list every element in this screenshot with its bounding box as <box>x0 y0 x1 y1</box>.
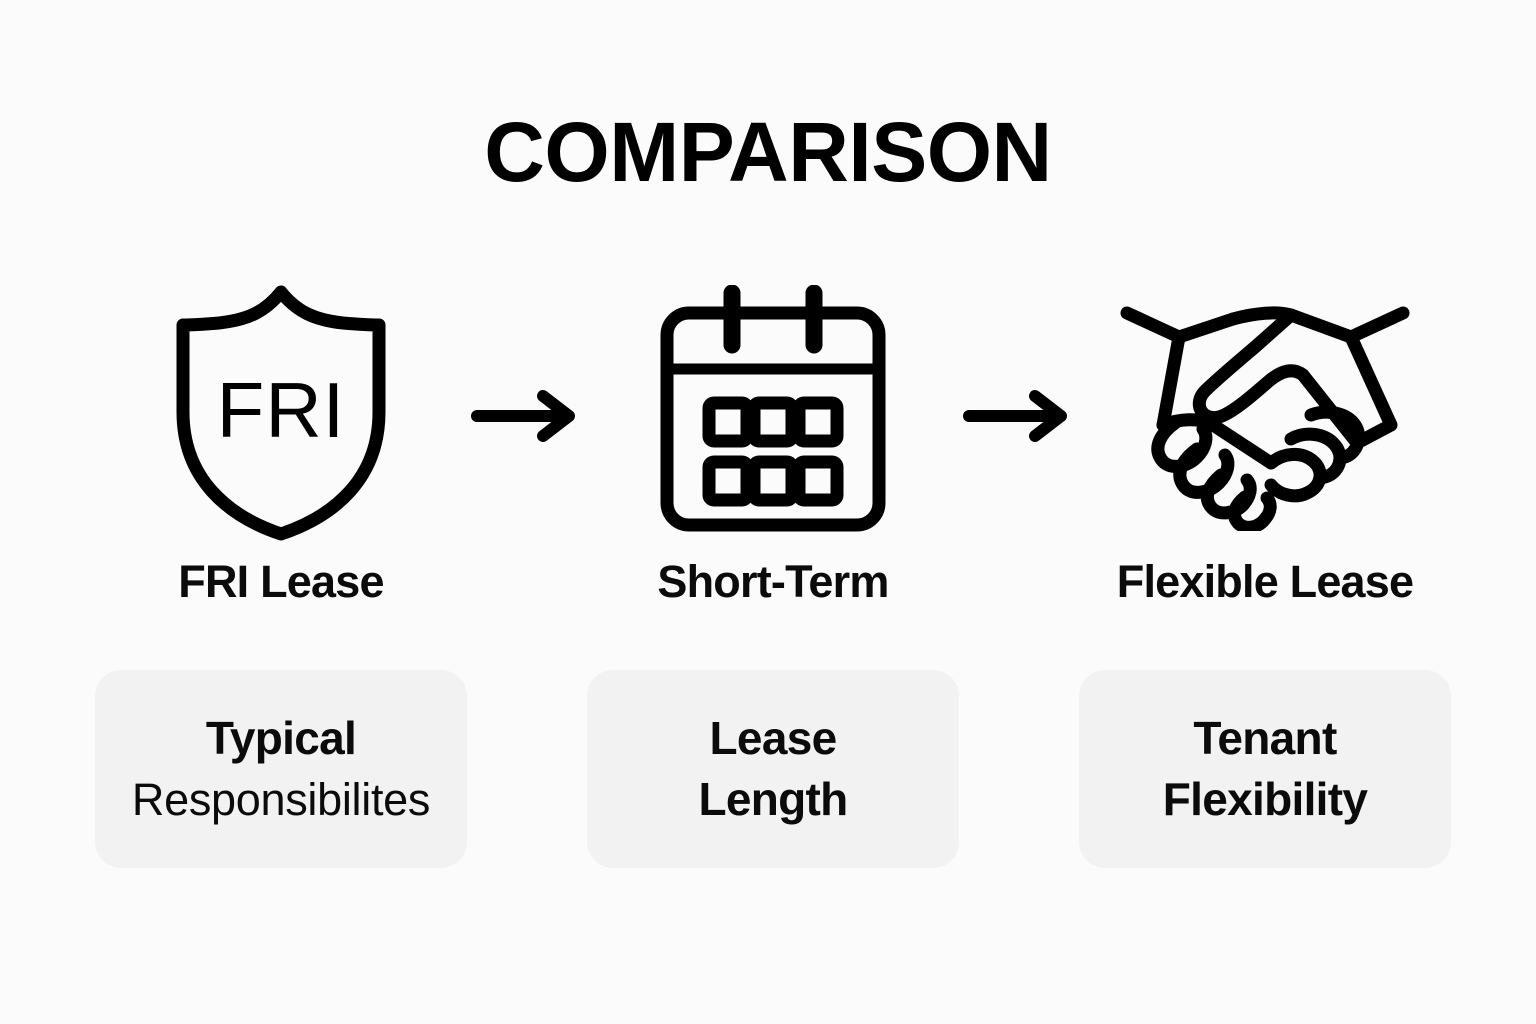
comparison-flow: FRI <box>95 278 1445 548</box>
step-3-icon-cell <box>1079 278 1451 548</box>
step-labels-row: FRI Lease Short-Term Flexible Lease <box>95 556 1445 607</box>
card-3-line-1: Tenant <box>1193 711 1337 764</box>
card-1-line-2: Responsibilites <box>131 773 431 825</box>
card-lease-length: Lease Length <box>587 670 959 868</box>
card-3-line-2: Flexibility <box>1162 773 1368 825</box>
step-label-flexible-lease: Flexible Lease <box>1116 556 1414 607</box>
card-spacer-1 <box>467 670 587 868</box>
card-spacer-2 <box>959 670 1079 868</box>
shield-icon: FRI <box>176 285 386 541</box>
page-title: COMPARISON <box>484 105 1052 199</box>
calendar-icon <box>660 285 886 532</box>
shield-icon-text: FRI <box>217 366 346 454</box>
label-spacer-1 <box>467 558 587 605</box>
card-2-line-2: Length <box>698 773 848 825</box>
arrow-right-icon-2 <box>959 386 1079 446</box>
card-2-line-1: Lease <box>709 711 838 764</box>
card-tenant-flexibility: Tenant Flexibility <box>1079 670 1451 868</box>
step-2-icon-cell <box>587 278 959 548</box>
handshake-icon <box>1120 306 1410 531</box>
step-label-fri-lease: FRI Lease <box>178 556 384 607</box>
card-1-line-1: Typical <box>205 712 357 765</box>
step-1-icon-cell: FRI <box>95 278 467 548</box>
step-label-short-term: Short-Term <box>657 556 889 607</box>
label-spacer-2 <box>959 558 1079 605</box>
comparison-cards-row: Typical Responsibilites Lease Length Ten… <box>95 670 1451 868</box>
arrow-right-icon-1 <box>467 386 587 446</box>
card-typical-responsibilities: Typical Responsibilites <box>95 670 467 868</box>
